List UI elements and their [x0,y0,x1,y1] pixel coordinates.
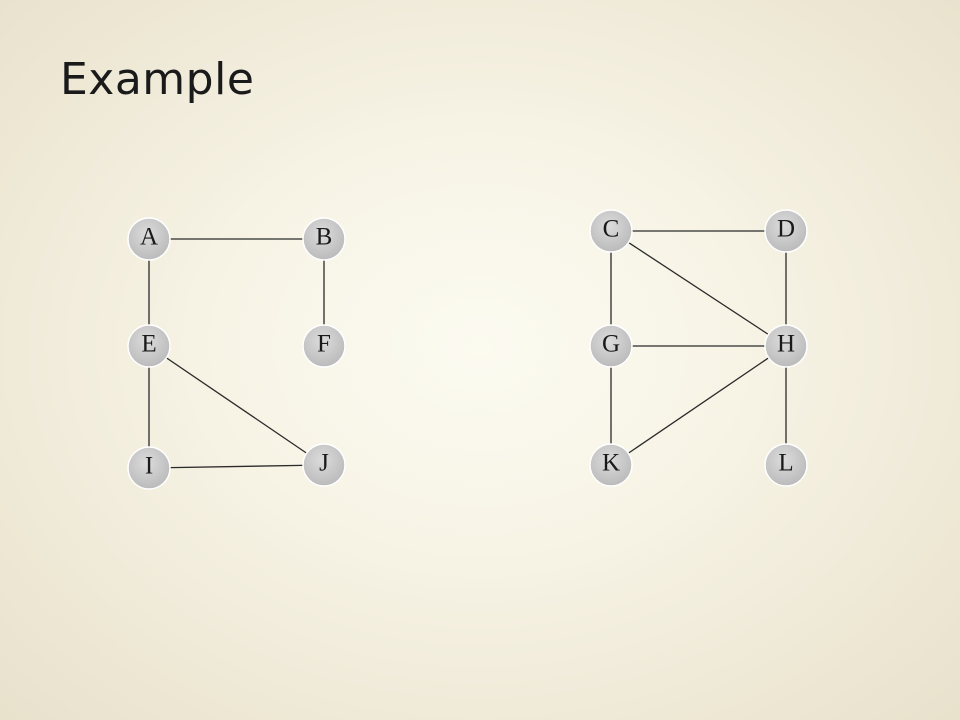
node-k: K [589,443,633,487]
node-circle [764,209,808,253]
node-circle [302,443,346,487]
node-circle [764,443,808,487]
node-circle [764,324,808,368]
node-c: C [589,209,633,253]
node-label: E [141,331,156,358]
node-circle [589,324,633,368]
node-circle [302,324,346,368]
node-a: A [127,217,171,261]
node-h: H [764,324,808,368]
node-label: L [778,450,793,477]
nodes-layer: A B E F I J C D G H K L [127,209,808,490]
node-label: I [145,453,153,480]
node-l: L [764,443,808,487]
slide-title: Example [60,54,255,105]
node-b: B [302,217,346,261]
node-label: G [602,331,620,358]
node-circle [589,443,633,487]
edge-i-j [148,464,325,469]
edge-h-k [610,345,787,466]
node-i: I [127,446,171,490]
edge-e-j [148,345,325,466]
node-circle [127,324,171,368]
node-circle [127,217,171,261]
node-label: K [602,450,620,477]
node-j: J [302,443,346,487]
node-label: J [319,450,329,477]
node-label: A [140,224,158,251]
node-label: H [777,331,795,358]
node-circle [589,209,633,253]
node-e: E [127,324,171,368]
node-label: F [317,331,331,358]
node-label: B [316,224,333,251]
edge-c-h [610,230,787,347]
node-label: C [603,216,620,243]
edges-layer [148,230,787,469]
node-circle [302,217,346,261]
node-f: F [302,324,346,368]
node-g: G [589,324,633,368]
node-circle [127,446,171,490]
node-d: D [764,209,808,253]
node-label: D [777,216,795,243]
